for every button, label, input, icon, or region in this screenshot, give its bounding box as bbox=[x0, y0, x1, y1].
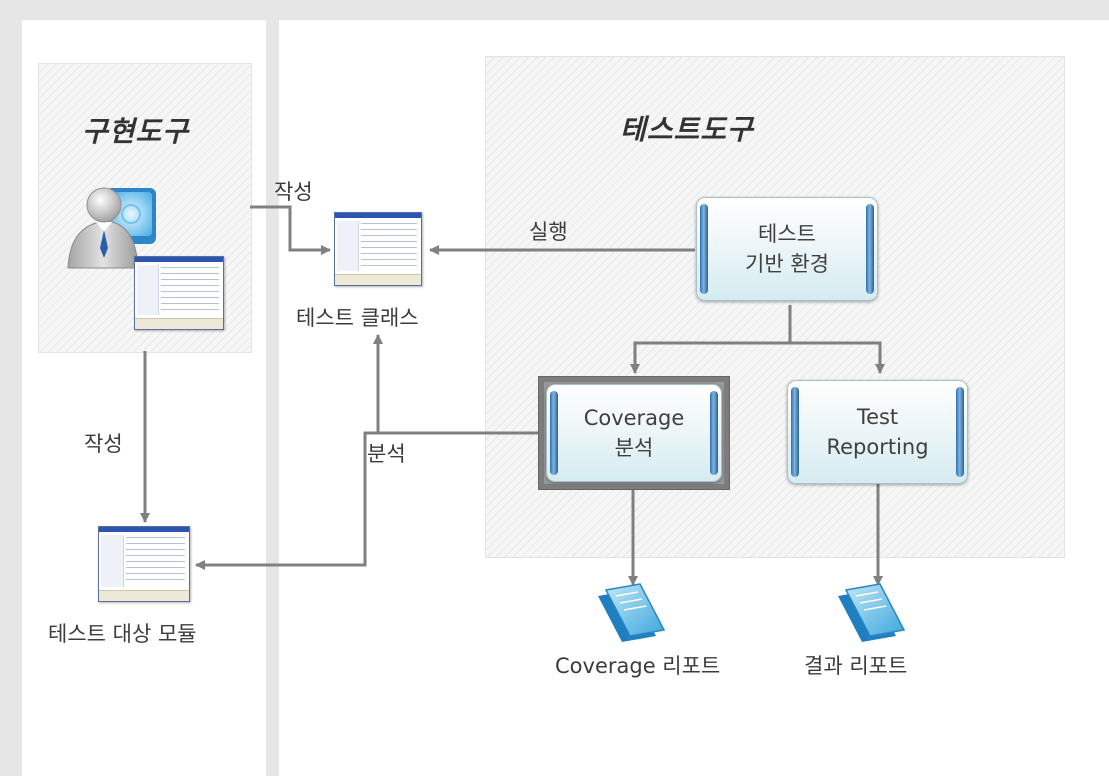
test-reporting-box: Test Reporting bbox=[787, 380, 968, 484]
write-label-left: 작성 bbox=[84, 432, 123, 456]
write-label-top: 작성 bbox=[274, 180, 313, 204]
execute-label: 실행 bbox=[529, 220, 568, 244]
coverage-report-label: Coverage 리포트 bbox=[555, 654, 721, 678]
implementation-tool-title: 구현도구 bbox=[82, 115, 190, 148]
test-environment-line1: 테스트 bbox=[758, 222, 816, 246]
ide-screenshot-icon bbox=[134, 256, 224, 330]
coverage-analysis-line1: Coverage bbox=[583, 406, 685, 430]
branch-line-right bbox=[790, 341, 885, 374]
test-reporting-line1: Test bbox=[856, 405, 899, 429]
target-module-label: 테스트 대상 모듈 bbox=[48, 622, 197, 646]
coverage-analysis-box: Coverage 분석 bbox=[546, 384, 722, 482]
target-module-screenshot-icon bbox=[98, 526, 190, 602]
test-reporting-line2: Reporting bbox=[826, 435, 929, 459]
analyze-label: 분석 bbox=[367, 442, 406, 466]
result-report-label: 결과 리포트 bbox=[804, 654, 908, 678]
coverage-report-document-icon bbox=[598, 583, 666, 642]
result-report-document-icon bbox=[838, 583, 906, 642]
test-class-screenshot-icon bbox=[334, 212, 422, 286]
test-class-label: 테스트 클래스 bbox=[296, 306, 419, 330]
test-environment-line2: 기반 환경 bbox=[745, 252, 829, 276]
test-tool-zone bbox=[485, 56, 1065, 558]
coverage-analysis-line2: 분석 bbox=[614, 436, 654, 460]
test-tool-title: 테스트도구 bbox=[620, 113, 754, 146]
branch-lines bbox=[630, 305, 792, 374]
write-arrow-top bbox=[250, 205, 331, 255]
analyze-arrow-module bbox=[195, 431, 378, 570]
test-environment-box: 테스트 기반 환경 bbox=[696, 197, 878, 301]
